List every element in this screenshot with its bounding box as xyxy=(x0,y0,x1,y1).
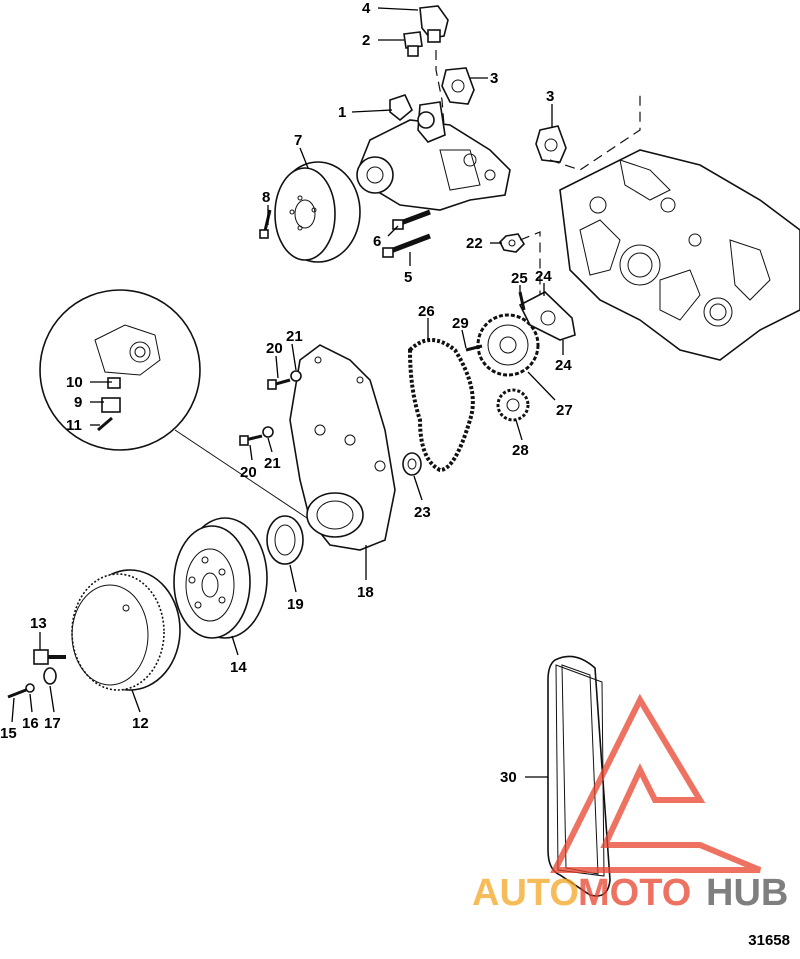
callout-19: 19 xyxy=(287,596,304,613)
callout-21-lower: 21 xyxy=(264,455,281,472)
callout-15: 15 xyxy=(0,725,17,742)
bolt-13 xyxy=(33,649,66,665)
timing-cover xyxy=(289,344,396,551)
gasket-upper xyxy=(441,67,475,105)
crankshaft-pulley xyxy=(71,569,181,691)
callout-labels: 4 2 3 3 1 7 8 6 5 22 25 24 24 26 29 27 2… xyxy=(0,0,573,786)
callout-12: 12 xyxy=(132,715,149,732)
callout-18: 18 xyxy=(357,584,374,601)
watermark-logo-shape xyxy=(550,693,762,873)
washer-21-lower xyxy=(262,426,274,438)
bolt-20-lower xyxy=(239,434,263,446)
callout-3-lower: 3 xyxy=(546,88,554,105)
serpentine-belt xyxy=(547,655,611,897)
callout-1: 1 xyxy=(338,104,346,121)
callout-21-upper: 21 xyxy=(286,328,303,345)
plug-fitting xyxy=(403,31,423,57)
bolt-29 xyxy=(465,344,483,352)
callout-24-lower: 24 xyxy=(555,357,572,374)
callout-22: 22 xyxy=(466,235,483,252)
callout-11: 11 xyxy=(66,417,82,434)
watermark-logo: AUTO MOTO HUB xyxy=(472,693,788,914)
bolt-25 xyxy=(518,291,526,311)
callout-25: 25 xyxy=(511,270,528,287)
crank-sprocket xyxy=(496,388,530,422)
washer-23 xyxy=(402,452,422,476)
harmonic-balancer xyxy=(173,517,268,639)
callout-6: 6 xyxy=(373,233,381,250)
callout-28: 28 xyxy=(512,442,529,459)
callout-29: 29 xyxy=(452,315,469,332)
washer-17 xyxy=(43,667,57,685)
thrust-plate xyxy=(518,291,576,341)
callout-5: 5 xyxy=(404,269,412,286)
callout-20-upper: 20 xyxy=(266,340,283,357)
callout-13: 13 xyxy=(30,615,47,632)
water-pump xyxy=(356,94,511,211)
bolt-8 xyxy=(259,209,272,239)
callout-23: 23 xyxy=(414,504,431,521)
callout-8: 8 xyxy=(262,189,270,206)
front-seal xyxy=(266,515,304,565)
bolt-20-upper xyxy=(267,378,291,390)
cam-sprocket xyxy=(476,313,540,377)
callout-10: 10 xyxy=(66,374,83,391)
watermark-text-hub: HUB xyxy=(706,872,788,914)
callout-9: 9 xyxy=(74,394,82,411)
watermark-text-moto: MOTO xyxy=(578,872,691,914)
bolt-5 xyxy=(382,233,431,258)
figure-reference-number: 31658 xyxy=(748,932,790,949)
bolt-15 xyxy=(7,688,27,699)
callout-2: 2 xyxy=(362,32,370,49)
watermark-text-auto: AUTO xyxy=(472,872,579,914)
callout-4: 4 xyxy=(362,0,371,17)
fitting-elbow xyxy=(419,5,449,43)
callout-14: 14 xyxy=(230,659,247,676)
callout-3-upper: 3 xyxy=(490,70,498,87)
callout-20-lower: 20 xyxy=(240,464,257,481)
callout-7: 7 xyxy=(294,132,302,149)
detail-inset xyxy=(39,289,311,521)
callout-16: 16 xyxy=(22,715,39,732)
callout-26: 26 xyxy=(418,303,435,320)
engine-block xyxy=(559,149,800,361)
water-pump-pulley xyxy=(274,161,361,263)
alignment-lines xyxy=(435,50,641,300)
callout-17: 17 xyxy=(44,715,61,732)
bolt-6 xyxy=(392,209,431,230)
washer-16 xyxy=(25,683,35,693)
callout-24-upper: 24 xyxy=(535,268,552,285)
nut-22 xyxy=(499,233,526,253)
washer-21-upper xyxy=(290,370,302,382)
callout-27: 27 xyxy=(556,402,573,419)
leader-lines xyxy=(11,7,564,778)
timing-chain xyxy=(407,338,475,473)
callout-30: 30 xyxy=(500,769,517,786)
gasket-lower xyxy=(535,125,567,163)
